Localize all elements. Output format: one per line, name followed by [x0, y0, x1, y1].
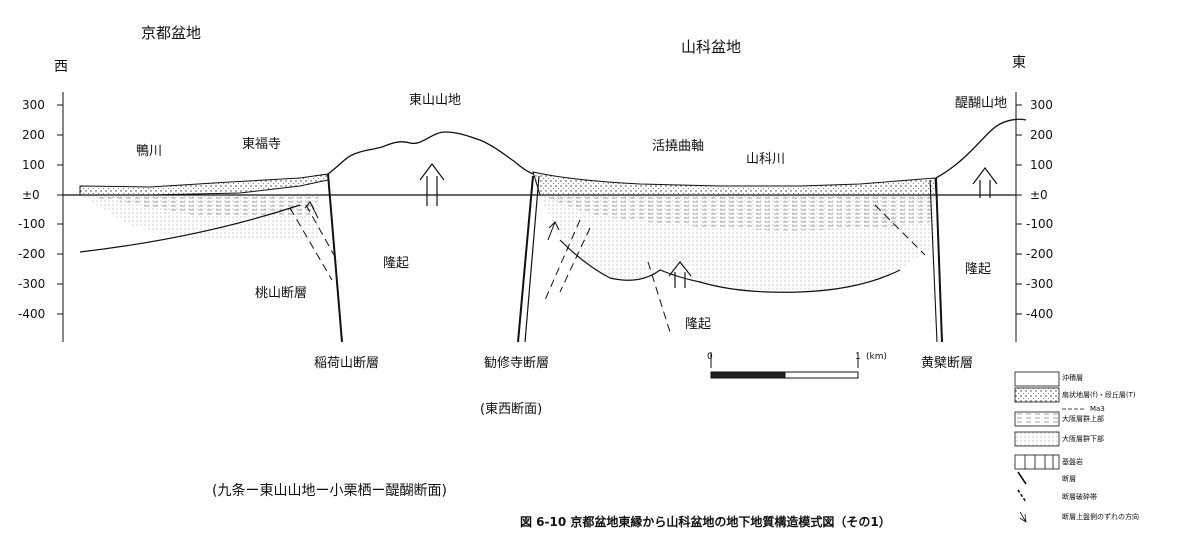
scale-zero-label: 0	[707, 352, 713, 362]
higashiyama-label: 東山山地	[409, 93, 462, 108]
right-tick-label: -100	[1026, 217, 1054, 231]
yamashina-basin-upper-fill	[540, 195, 935, 231]
west-label: 西	[54, 59, 68, 75]
uplift-label-basement: 隆起	[685, 317, 712, 332]
scale-bar	[710, 352, 859, 379]
legend-alluvium: 沖積層	[1062, 374, 1083, 382]
yamashina-fault-dash-1	[544, 219, 581, 301]
uplift-label-daigo: 隆起	[965, 262, 992, 277]
left-axis	[57, 92, 64, 342]
higashiyama-profile	[327, 131, 534, 175]
kanshuji-fault-inner	[524, 175, 540, 343]
right-tick-label: -200	[1026, 247, 1054, 261]
left-tick-label: -200	[18, 247, 46, 261]
left-tick-label: 200	[22, 128, 45, 142]
yamashina-basin-title: 山科盆地	[681, 38, 742, 56]
right-tick-label: -300	[1026, 277, 1054, 291]
left-tick-label: 100	[22, 158, 45, 172]
kamogawa-label: 鴨川	[136, 144, 163, 159]
obaku-fault-label: 黄檗断層	[921, 356, 974, 371]
right-tick-label: ±0	[1030, 188, 1048, 202]
yamashina-basement-line	[559, 239, 901, 293]
route-caption: (九条ー東山山地ー小栗栖ー醍醐断面)	[212, 483, 447, 499]
yamashina-fault-dash-2	[559, 227, 591, 293]
obaku-fault	[935, 177, 943, 343]
momoyama-fault-label: 桃山断層	[255, 286, 308, 301]
left-tick-label: 300	[22, 98, 45, 112]
scale-one-label: 1	[855, 352, 861, 362]
uplift-label-higashiyama: 隆起	[383, 256, 410, 271]
legend-basement: 基盤岩	[1062, 458, 1083, 466]
kanshuji-arrow	[547, 221, 560, 241]
left-tick-label: -400	[18, 307, 46, 321]
legend-osaka-lower: 大阪層群下部	[1062, 435, 1104, 443]
kanshuji-fault	[517, 175, 534, 343]
daigo-label: 醍醐山地	[955, 96, 1008, 111]
legend-fault-zone: 断層破砕帯	[1062, 493, 1097, 501]
momoyama-fault-dash-1	[289, 207, 333, 281]
left-tick-label: -300	[18, 277, 46, 291]
legend-fault: 断層	[1062, 475, 1076, 483]
daigo-profile	[935, 118, 1027, 179]
kyoto-surface-deposit	[79, 173, 329, 196]
left-tick-label: -100	[18, 217, 46, 231]
kanshuji-fault-label: 勧修寺断層	[484, 356, 550, 371]
east-label: 東	[1012, 55, 1026, 71]
legend-ma3: Ma3	[1090, 405, 1105, 413]
kyoto-basement-line	[79, 204, 301, 253]
right-tick-label: 300	[1030, 98, 1053, 112]
uplift-arrow-higashiyama	[419, 163, 445, 206]
katsuyo-axis-label: 活撓曲軸	[652, 139, 705, 154]
legend-swatches	[1014, 371, 1086, 523]
figure-caption: 図 6-10 京都盆地東縁から山科盆地の地下地質構造模式図（その1）	[520, 515, 891, 529]
legend-fan-terrace: 扇状地層(f)・段丘層(T)	[1062, 391, 1136, 399]
right-tick-label: -400	[1026, 307, 1054, 321]
inari-fault-label: 稲荷山断層	[314, 356, 380, 371]
right-axis	[1015, 92, 1022, 342]
right-tick-label: 200	[1030, 128, 1053, 142]
obaku-fault-inner	[929, 179, 938, 343]
momoyama-fault-dash-2	[305, 204, 339, 263]
section-caption: (東西断面)	[480, 402, 543, 417]
kyoto-basin-title: 京都盆地	[141, 24, 202, 42]
momoyama-arrow	[304, 201, 319, 219]
scale-unit-label: (km)	[866, 352, 888, 362]
inari-fault	[327, 173, 343, 343]
uplift-arrow-daigo	[972, 167, 998, 198]
right-tick-label: 100	[1030, 158, 1053, 172]
yamashinagawa-label: 山科川	[746, 152, 786, 167]
legend-osaka-upper: 大阪層群上部	[1062, 415, 1104, 423]
kyoto-basin-upper-fill	[80, 195, 320, 216]
yamashina-surface-deposit	[532, 171, 937, 196]
tofukuji-label: 東福寺	[242, 137, 282, 152]
yamashina-fault-dash-4	[874, 204, 926, 256]
legend-displacement: 断層上盤側のずれの方向	[1062, 513, 1139, 521]
left-tick-label: ±0	[22, 188, 40, 202]
